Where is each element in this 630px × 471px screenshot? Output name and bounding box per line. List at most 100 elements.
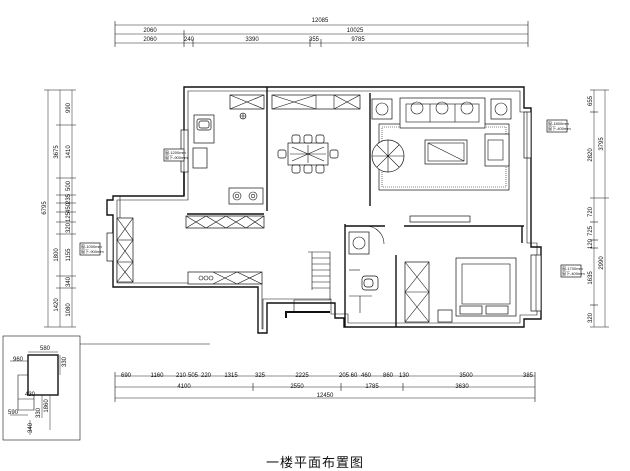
right-dim-3: 2820 [588, 148, 594, 162]
dining-chair [315, 164, 325, 174]
right-dim-1: 655 [588, 95, 594, 106]
bottom-dim-1-f: 1315 [224, 373, 238, 379]
left-dim-1: 990 [66, 102, 72, 113]
window-west [106, 232, 114, 262]
top-dim-3-e: 9785 [351, 37, 365, 43]
bottom-dim-1-j: 60 [351, 373, 358, 379]
note-bedroom-1: 窗-1700mm [562, 265, 584, 271]
burner-icon [203, 275, 209, 281]
bottom-dimensions: 690 1160 210 505 220 1315 325 2225 205 6… [114, 372, 536, 402]
dining-chair [315, 134, 325, 144]
dining-chair [303, 134, 313, 144]
dining-chair [303, 164, 313, 174]
top-dim-total: 12085 [312, 18, 329, 24]
armchair [484, 133, 510, 167]
bottom-dim-2-d: 3630 [455, 384, 469, 390]
bedside-table [437, 309, 453, 323]
left-dim-12: 1420 [54, 298, 60, 312]
decor-icon [460, 101, 474, 115]
bottom-dim-1-l: 860 [383, 373, 394, 379]
bottom-dim-1-a: 690 [121, 373, 132, 379]
note-kitchen-1: 窗-1200mm [165, 149, 187, 155]
note-kitchen-2: 窗下-900mm [165, 154, 188, 160]
note-box-living [546, 119, 568, 133]
inset-dim-1: 580 [40, 346, 51, 352]
note-living-2: 窗下-400mm [548, 125, 571, 131]
note-box-west [79, 242, 101, 256]
inset-dim-5: 590 [8, 410, 19, 416]
sofa [399, 97, 486, 129]
bottom-dim-1-d: 505 [188, 373, 199, 379]
left-dim-outer: 6795 [42, 201, 48, 215]
basin-icon [352, 236, 366, 250]
bottom-dim-2-b: 2550 [290, 384, 304, 390]
right-dim-8: 1635 [588, 271, 594, 285]
bottom-dim-1-n: 3500 [459, 373, 473, 379]
dining-chair [329, 149, 339, 159]
fridge [192, 147, 208, 169]
bottom-dim-1-k: 460 [361, 373, 372, 379]
right-dim-2: 3795 [599, 137, 605, 151]
drawing-title: 一楼平面布置图 [265, 456, 364, 471]
top-dim-2-a: 2060 [143, 28, 157, 34]
left-dim-2: 3675 [54, 145, 60, 159]
stove-burner-icon [232, 191, 242, 201]
note-box-bedroom [560, 264, 582, 278]
note-living-1: 窗-1800mm [548, 120, 570, 126]
bathroom [348, 225, 385, 313]
note-west-2: 窗下-900mm [81, 248, 104, 254]
left-dim-10: 1155 [66, 248, 72, 262]
right-dim-5: 725 [588, 225, 594, 236]
bottom-dim-1-o: 385 [523, 373, 534, 379]
top-dim-3-a: 2060 [143, 37, 157, 43]
bottom-dim-1-b: 1160 [151, 373, 165, 379]
counter-row [185, 215, 265, 229]
top-dimensions: 12085 2060 10025 2060 240 3390 355 9785 [114, 18, 529, 47]
side-table [490, 98, 512, 120]
inset-dim-6: 330 [36, 407, 42, 418]
window-living [523, 111, 532, 159]
dining-chair [291, 164, 301, 174]
bottom-dim-1-m: 130 [399, 373, 410, 379]
dining [271, 94, 361, 174]
right-dimensions: 655 3795 2820 720 725 120 2990 1635 320 [588, 89, 609, 328]
decor-icon [410, 101, 424, 115]
staircase [285, 251, 331, 318]
side-table [371, 98, 393, 120]
washbasin [348, 231, 370, 255]
decor-icon [435, 101, 449, 115]
left-dim-7: 125 [66, 211, 72, 222]
note-box-kitchen [163, 148, 185, 162]
top-dim-2-b: 10025 [347, 28, 364, 34]
dining-chair [291, 134, 301, 144]
note-west-1: 窗-1000mm [81, 243, 103, 249]
stove-counter [228, 187, 264, 205]
left-dim-13: 1080 [66, 303, 72, 317]
bottom-dim-2-c: 1785 [365, 384, 379, 390]
dining-chair [277, 149, 287, 159]
left-dim-3: 1410 [66, 145, 72, 159]
pillow [459, 305, 483, 315]
window-notes: 窗-1200mm 窗下-900mm 窗-1800mm 窗下-400mm 窗-10… [79, 119, 585, 278]
lamp-icon [375, 102, 389, 116]
inset-dim-7: 1860 [44, 399, 50, 413]
left-dim-4: 500 [66, 180, 72, 191]
inset-detail: 580 960 330 430 590 330 1860 340 [2, 335, 210, 441]
inset-dim-8: 340 [28, 422, 34, 433]
inset-room [27, 354, 59, 396]
bottom-dim-2-a: 4100 [177, 384, 191, 390]
stove-burner-icon [248, 191, 258, 201]
right-dim-9: 320 [588, 312, 594, 323]
inset-frame [2, 335, 81, 441]
pillow [485, 305, 509, 315]
left-dim-11: 340 [66, 276, 72, 287]
top-dim-3-b: 240 [184, 37, 195, 43]
left-dim-9: 1800 [54, 248, 60, 262]
note-bedroom-2: 窗下-400mm [562, 270, 585, 276]
burner-icon [208, 275, 214, 281]
right-dim-6: 120 [588, 238, 594, 249]
left-dim-6: 450 [66, 202, 72, 213]
bottom-dim-1-i: 205 [339, 373, 350, 379]
bottom-dim-3-total: 12450 [317, 393, 334, 399]
